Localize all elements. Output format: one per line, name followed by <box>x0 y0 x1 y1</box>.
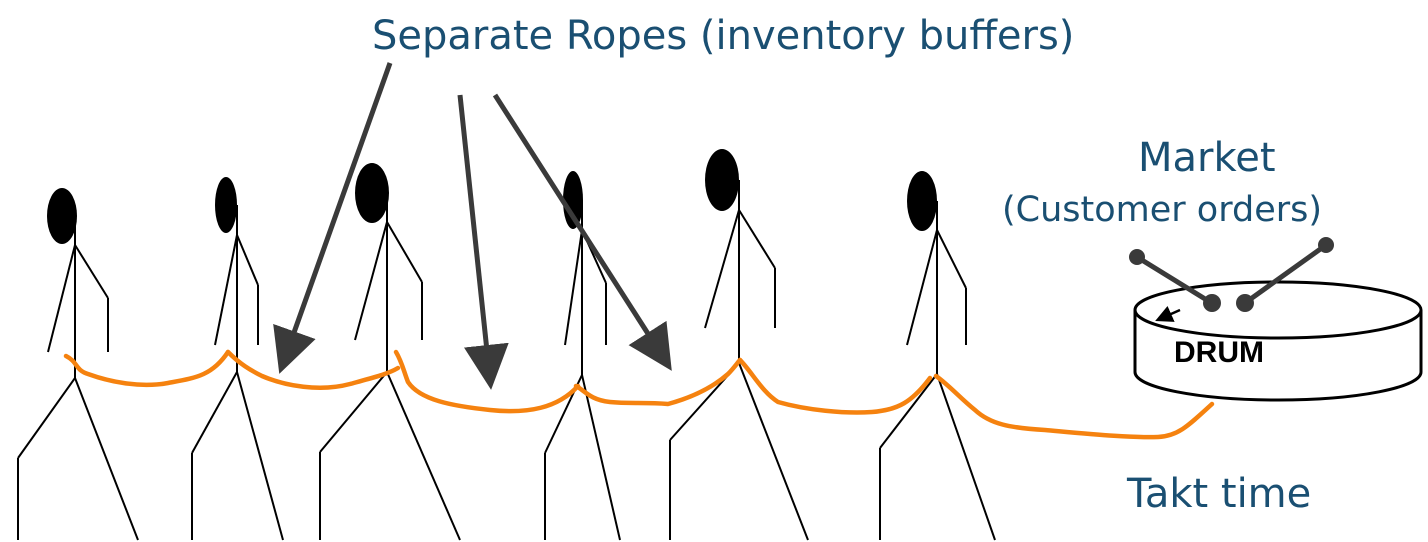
drumstick-icon <box>1129 237 1334 312</box>
drum-label: DRUM <box>1174 336 1264 369</box>
stick-figure-1 <box>17 188 139 541</box>
stick-figure-2 <box>191 177 284 541</box>
drum-tension-arrow <box>1155 305 1181 322</box>
arrow-icon <box>273 62 672 390</box>
stick-figure-3 <box>319 163 461 541</box>
takt-time-label: Takt time <box>1127 471 1312 517</box>
customer-orders-label: (Customer orders) <box>1002 190 1323 230</box>
market-label: Market <box>1138 135 1276 181</box>
stick-figure-6 <box>879 171 996 541</box>
stick-figure-4 <box>544 171 621 541</box>
rope <box>63 349 1215 440</box>
diagram-title: Separate Ropes (inventory buffers) <box>372 13 1075 59</box>
stick-figure-5 <box>669 149 809 541</box>
